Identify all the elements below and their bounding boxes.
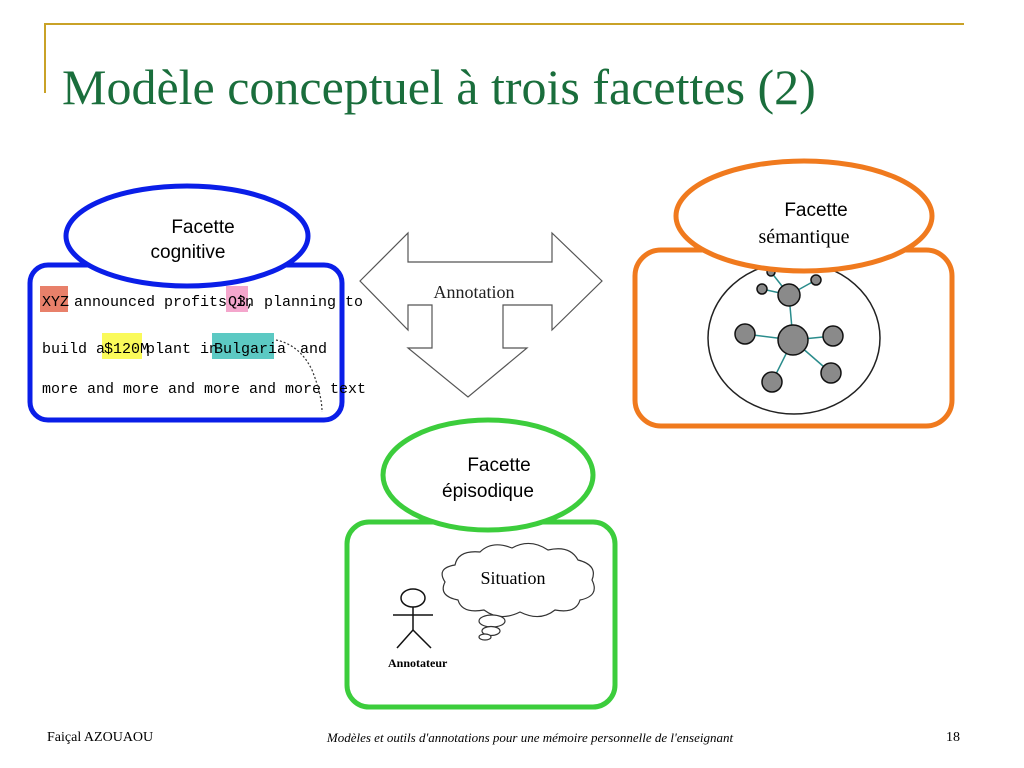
highlight-q3 xyxy=(226,286,248,312)
cognitive-ellipse xyxy=(63,183,311,289)
cloud-shape xyxy=(441,542,595,618)
episodic-ellipse xyxy=(380,417,596,533)
episodic-label-1: Facette xyxy=(467,455,530,476)
dotted-link xyxy=(275,339,323,413)
slide-title: Modèle conceptuel à trois facettes (2) xyxy=(62,59,816,115)
footer-author: Faiçal AZOUAOU xyxy=(47,730,154,745)
word-plant: plant in xyxy=(146,341,218,358)
frame-left-line xyxy=(44,23,46,93)
node xyxy=(756,283,768,295)
word-planning: , planning to xyxy=(246,294,363,311)
word-build: build a xyxy=(42,341,105,358)
footer-subject: Modèles et outils d'annotations pour une… xyxy=(326,730,734,745)
figure-leg-right xyxy=(412,629,432,649)
frame-top-line xyxy=(44,23,964,25)
cognitive-facet: XYZ announced profits in Q3 , planning t… xyxy=(27,183,366,423)
annotation-label: Annotation xyxy=(434,282,515,302)
semantic-facet: Facette sémantique xyxy=(632,158,955,429)
cognitive-label-2: cognitive xyxy=(151,242,226,263)
episodic-box xyxy=(344,519,618,710)
node xyxy=(777,283,801,307)
semantic-label-2: sémantique xyxy=(758,226,849,248)
node xyxy=(734,323,756,345)
word-xyz: XYZ xyxy=(42,294,69,311)
annotation-double-arrow xyxy=(359,231,603,398)
highlight-bulgaria xyxy=(212,333,274,359)
highlight-xyz xyxy=(40,286,68,312)
node xyxy=(810,274,822,286)
word-q3: Q3 xyxy=(228,294,246,311)
cognitive-text-line3: more and more and more and more text xyxy=(42,381,366,398)
page-number: 18 xyxy=(946,730,960,745)
highlight-120m xyxy=(102,333,142,359)
annotator-label: Annotateur xyxy=(388,656,448,670)
node xyxy=(822,325,844,347)
word-and: and xyxy=(300,341,327,358)
word-120m: $120M xyxy=(104,341,149,358)
node xyxy=(820,362,842,384)
cognitive-text-line2: build a $120M plant in Bulgaria and xyxy=(42,341,327,358)
cloud-bubble-3 xyxy=(478,633,492,641)
situation-cloud xyxy=(441,542,595,641)
cognitive-label-1: Facette xyxy=(171,217,234,238)
cloud-bubble-1 xyxy=(478,614,506,628)
node xyxy=(761,371,783,393)
annotation-arrow: Annotation xyxy=(359,231,603,398)
word-bulgaria: Bulgaria xyxy=(214,341,286,358)
semantic-ellipse xyxy=(673,158,935,274)
word-announced: announced profits in xyxy=(74,294,254,311)
semantic-nodes xyxy=(734,267,844,393)
figure-leg-left xyxy=(396,629,414,649)
node-center xyxy=(777,324,809,356)
cognitive-text-line1: XYZ announced profits in Q3 , planning t… xyxy=(42,294,363,311)
annotator-figure xyxy=(393,588,433,649)
situation-label: Situation xyxy=(480,568,545,588)
episodic-facet: Annotateur Situation Facette épisodique xyxy=(344,417,618,710)
episodic-label-2: épisodique xyxy=(442,481,534,502)
semantic-label-1: Facette xyxy=(784,200,847,221)
